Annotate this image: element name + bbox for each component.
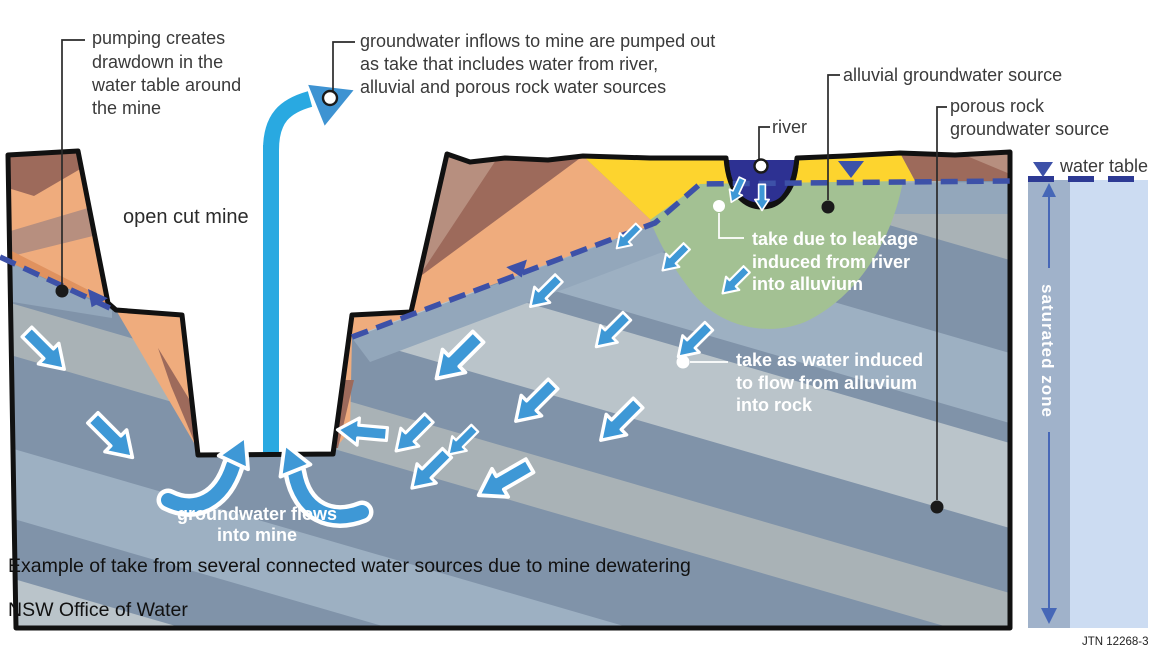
- svg-text:porous rock: porous rock: [950, 96, 1045, 116]
- annotations: pumping creates drawdown in the water ta…: [8, 28, 1148, 648]
- svg-text:take as water induced: take as water induced: [736, 350, 923, 370]
- right-highwall-unsaturated: [336, 154, 655, 448]
- groundwater-flow-arrows: [15, 174, 770, 528]
- leader-dot-leakage: [713, 200, 725, 212]
- leader-dot-alluvial: [821, 200, 835, 214]
- saturated-zone-legend: saturated zone: [1028, 162, 1148, 628]
- take-leakage-label: take due to leakage induced from river i…: [752, 229, 918, 294]
- alluvium-unsaturated: [583, 153, 915, 224]
- svg-text:into rock: into rock: [736, 395, 813, 415]
- credit-line: NSW Office of Water: [8, 599, 188, 621]
- svg-text:into alluvium: into alluvium: [752, 274, 863, 294]
- svg-text:groundwater source: groundwater source: [950, 119, 1109, 139]
- porous-source-label: porous rock groundwater source: [950, 96, 1109, 139]
- svg-text:the mine: the mine: [92, 98, 161, 118]
- river-label: river: [772, 117, 807, 137]
- porous-rock-outcrop: [900, 152, 1010, 181]
- svg-text:pumping creates: pumping creates: [92, 28, 225, 48]
- svg-text:to flow from alluvium: to flow from alluvium: [736, 373, 917, 393]
- svg-text:water table around: water table around: [91, 75, 241, 95]
- open-cut-mine-label: open cut mine: [123, 206, 249, 228]
- figure-caption: Example of take from several connected w…: [8, 555, 691, 577]
- legend-water-table-marker: [1033, 162, 1053, 177]
- leader-ring-river: [753, 158, 769, 174]
- pumping-drawdown-label: pumping creates drawdown in the water ta…: [91, 28, 241, 118]
- svg-text:into mine: into mine: [217, 525, 297, 545]
- svg-text:as take that includes water fr: as take that includes water from river,: [360, 54, 658, 74]
- take-alluvium-rock-label: take as water induced to flow from alluv…: [736, 350, 923, 415]
- terrain-outline: [5, 148, 1013, 631]
- leader-dot-pumping: [55, 284, 69, 298]
- svg-text:groundwater inflows to mine ar: groundwater inflows to mine are pumped o…: [360, 31, 715, 51]
- water-table-marker: [506, 259, 527, 278]
- inflows-pumped-label: groundwater inflows to mine are pumped o…: [360, 31, 715, 97]
- alluvial-source-label: alluvial groundwater source: [843, 65, 1062, 85]
- saturated-zone-label: saturated zone: [1038, 284, 1057, 418]
- water-table-marker: [838, 161, 864, 178]
- leader-dot-porous: [930, 500, 944, 514]
- leader-ring-pump: [321, 89, 339, 107]
- water-table-marker: [87, 289, 108, 308]
- curved-inflow-arrow-right: [267, 436, 374, 528]
- water-table-line: [0, 161, 1011, 340]
- leader-dot-alluvium-rock: [676, 355, 690, 369]
- curved-inflow-arrow-left: [156, 427, 262, 517]
- left-wall-sliver: [116, 310, 197, 448]
- svg-text:groundwater flows: groundwater flows: [177, 504, 337, 524]
- svg-text:induced from river: induced from river: [752, 252, 910, 272]
- water-table-label: water table: [1059, 156, 1148, 176]
- svg-text:drawdown in the: drawdown in the: [92, 52, 223, 72]
- alluvium-saturated: [650, 181, 903, 329]
- figure-number: JTN 12268-3: [1082, 636, 1148, 648]
- svg-text:alluvial and porous rock water: alluvial and porous rock water sources: [360, 77, 666, 97]
- leader-lines: [61, 39, 947, 500]
- groundwater-flows-label: groundwater flows into mine: [177, 504, 337, 545]
- svg-text:take due to leakage: take due to leakage: [752, 229, 918, 249]
